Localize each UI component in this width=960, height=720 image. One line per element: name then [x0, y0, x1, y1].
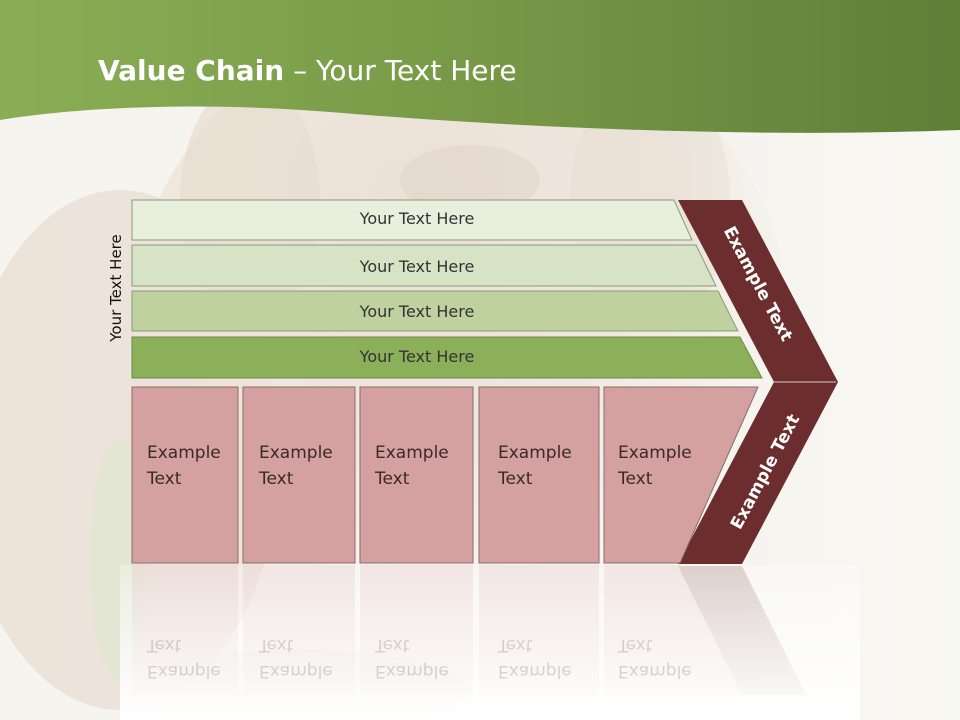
cell-1 [131, 386, 239, 564]
cell-label-4: Example Text [498, 443, 572, 489]
bar-label-2: Your Text Here [359, 257, 475, 276]
bar-label-3: Your Text Here [359, 302, 475, 321]
cell-3 [359, 386, 474, 564]
bar-label-1: Your Text Here [359, 209, 475, 228]
page-title: Value Chain – Your Text Here [98, 54, 517, 87]
bar-label-4: Your Text Here [359, 347, 475, 366]
cell-2 [242, 386, 356, 564]
cell-reflection-4: Example Text [498, 635, 572, 681]
cell-4 [478, 386, 600, 564]
bar-4 [131, 336, 763, 379]
title-rest: – Your Text Here [284, 54, 517, 87]
cell-label-3: Example Text [375, 443, 449, 489]
title-bold: Value Chain [98, 54, 285, 87]
bar-2 [131, 244, 717, 287]
cell-label-1: Example Text [147, 443, 221, 489]
cell-reflection-1: Example Text [147, 635, 221, 681]
cell-reflection-2: Example Text [259, 635, 333, 681]
bar-3 [131, 290, 739, 332]
cell-reflection-3: Example Text [375, 635, 449, 681]
cell-5 [603, 386, 759, 564]
bar-1 [131, 199, 693, 241]
cell-reflection-5: Example Text [618, 635, 692, 681]
cell-label-2: Example Text [259, 443, 333, 489]
cell-label-5: Example Text [618, 443, 692, 489]
header-band [0, 0, 960, 133]
